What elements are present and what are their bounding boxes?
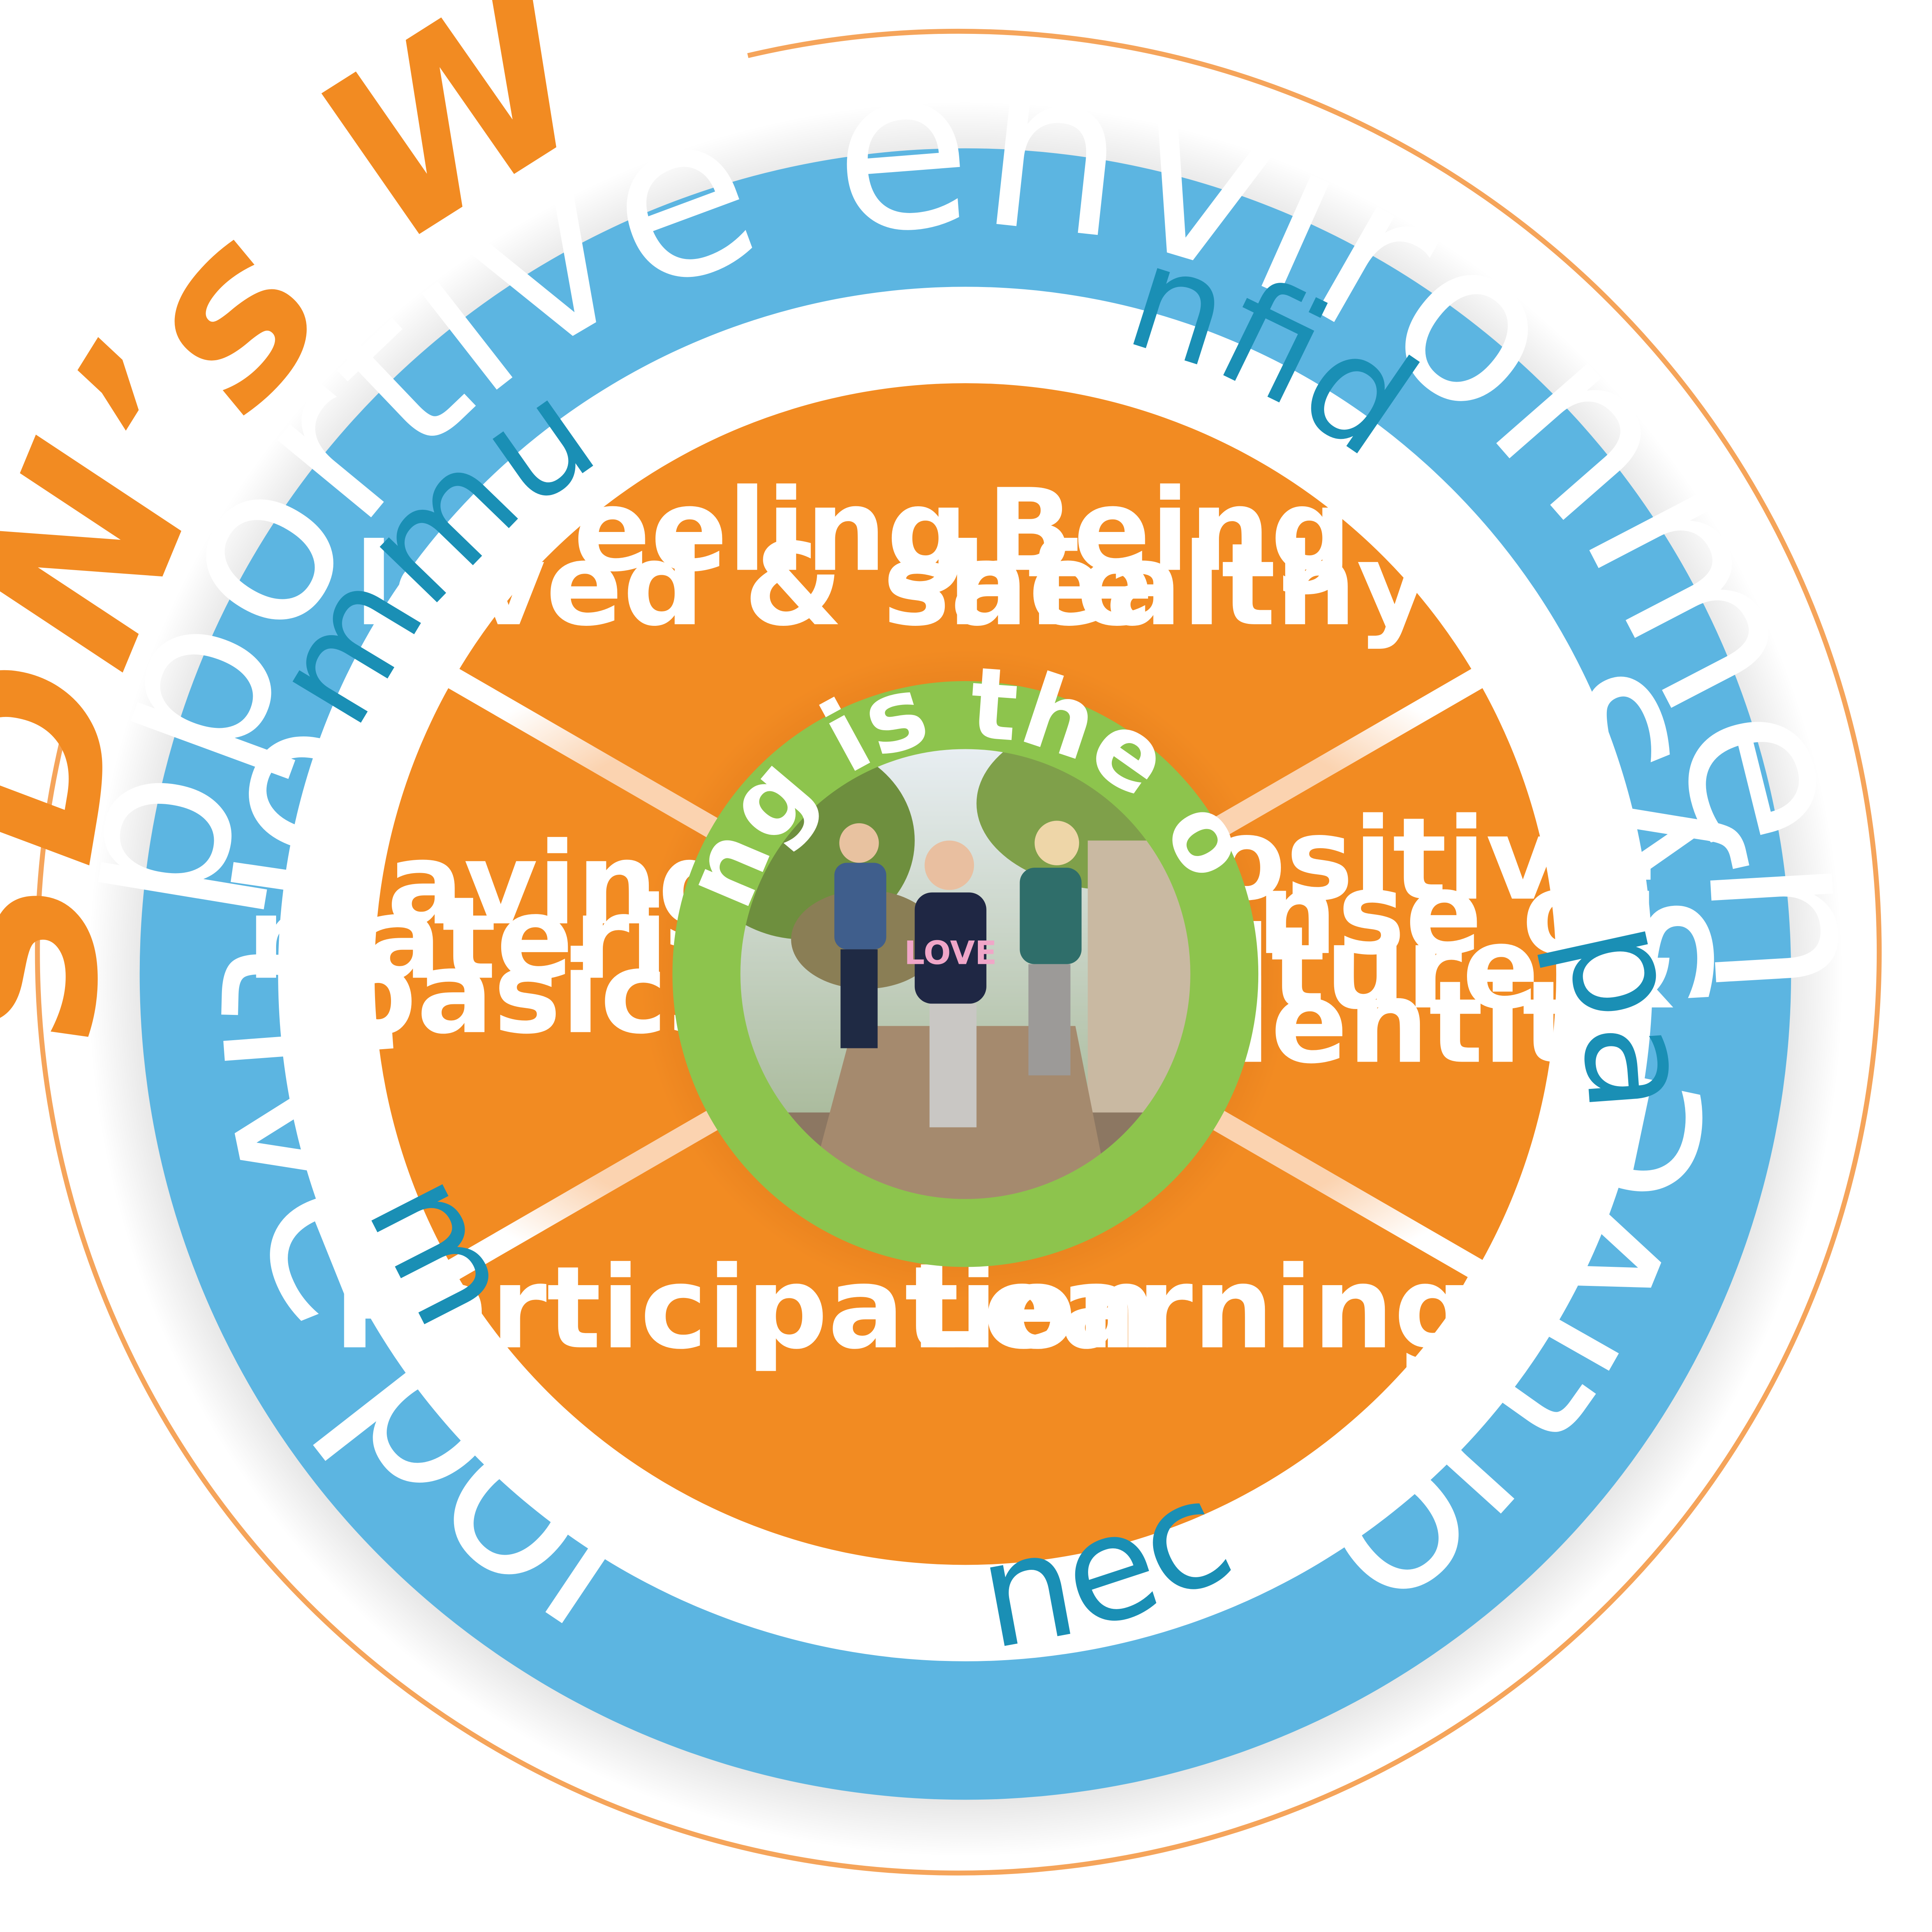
outer-thin-ring-top xyxy=(35,28,1882,1876)
segment-feeling-loved-safe: Feeling loved & safe xyxy=(354,464,1154,651)
center-photo-border xyxy=(738,747,1193,1202)
svg-text:LOVE: LOVE xyxy=(904,935,997,972)
segment-participation: Participation xyxy=(334,1242,1157,1374)
segment-being-healthy: Being healthy xyxy=(948,464,1431,651)
